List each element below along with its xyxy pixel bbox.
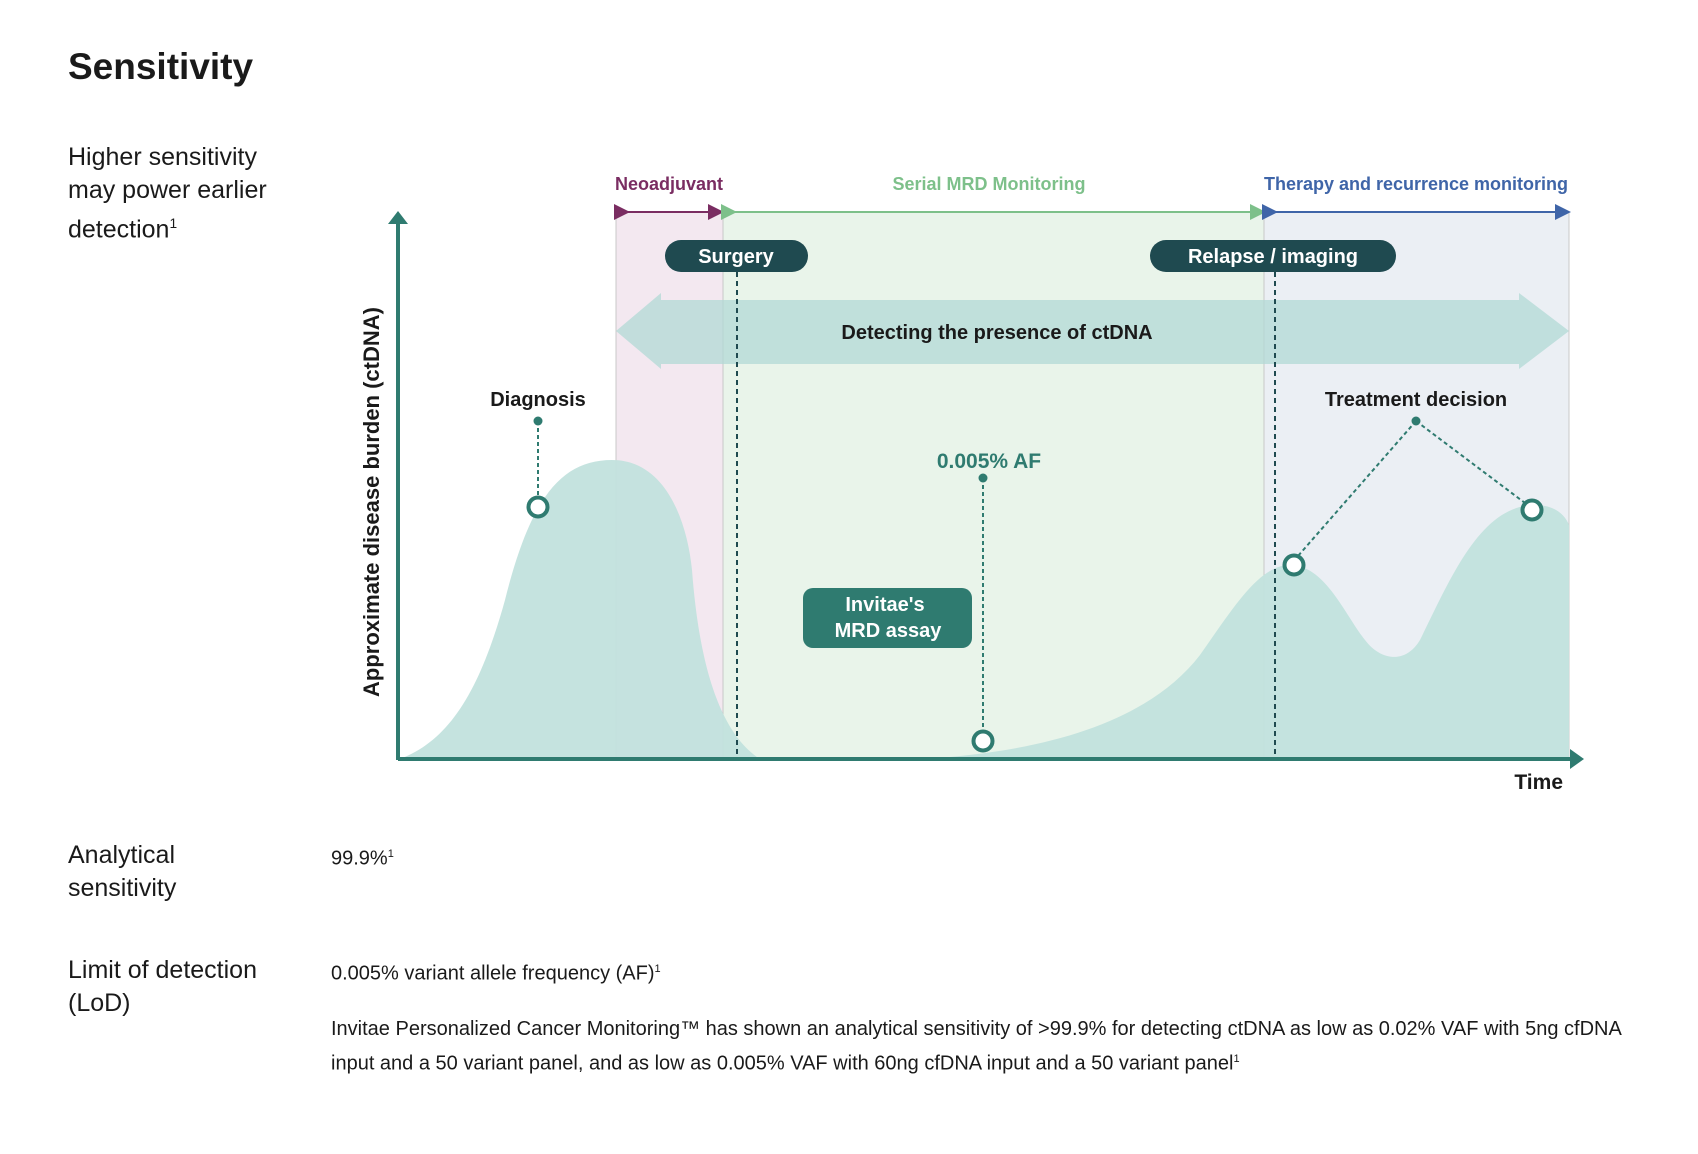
footnote-ref: 1 xyxy=(1233,1053,1240,1065)
surgery-pill xyxy=(665,240,808,272)
treatment-leader-left xyxy=(1297,420,1417,557)
x-axis-label: Time xyxy=(1514,771,1563,794)
mrd-assay-box xyxy=(803,588,972,648)
af-label: 0.005% AF xyxy=(937,450,1041,473)
lod-value: 0.005% variant allele frequency (AF)1 xyxy=(331,954,661,989)
detection-band-arrow xyxy=(616,293,1569,369)
footnote-ref: 1 xyxy=(169,216,178,231)
diagnosis-curve xyxy=(400,460,760,759)
y-axis-arrowhead xyxy=(388,211,408,224)
surgery-label: Surgery xyxy=(698,246,774,268)
therapy-monitoring-label: Therapy and recurrence monitoring xyxy=(1264,174,1568,194)
treatment-decision-label: Treatment decision xyxy=(1325,389,1507,411)
analytical-sensitivity-number: 99.9% xyxy=(331,847,388,870)
mrd-assay-line1: Invitae's xyxy=(845,594,924,616)
treatment-leader-right xyxy=(1415,420,1526,504)
af-point xyxy=(971,729,995,753)
y-axis-label: Approximate disease burden (ctDNA) xyxy=(359,307,384,697)
diagnosis-point xyxy=(526,495,550,519)
x-axis-arrowhead xyxy=(1570,749,1584,769)
lod-note-text: Invitae Personalized Cancer Monitoring™ … xyxy=(331,1018,1621,1075)
analytical-sensitivity-label: Analytical sensitivity xyxy=(68,841,177,902)
footnote-ref: 1 xyxy=(654,963,661,975)
higher-sensitivity-text: Higher sensitivity may power earlier det… xyxy=(68,143,267,244)
treatment-point-1 xyxy=(1282,553,1306,577)
lod-value-text: 0.005% variant allele frequency (AF) xyxy=(331,962,655,985)
relapse-pill xyxy=(1150,240,1396,272)
mrd-assay-line2: MRD assay xyxy=(835,620,943,642)
relapse-label: Relapse / imaging xyxy=(1188,246,1358,268)
serial-monitoring-label: Serial MRD Monitoring xyxy=(893,174,1086,194)
neoadjuvant-label: Neoadjuvant xyxy=(615,174,723,194)
recurrence-curve xyxy=(920,505,1569,759)
lod-label: Limit of detection (LoD) xyxy=(68,956,257,1017)
detection-band-label: Detecting the presence of ctDNA xyxy=(841,322,1152,344)
diagnosis-label: Diagnosis xyxy=(490,389,586,411)
footnote-ref: 1 xyxy=(387,848,394,860)
treatment-point-2 xyxy=(1520,498,1544,522)
analytical-sensitivity-value: 99.9%1 xyxy=(331,839,394,874)
lod-note: Invitae Personalized Cancer Monitoring™ … xyxy=(331,1014,1631,1079)
page-title: Sensitivity xyxy=(68,46,254,87)
higher-sensitivity-label: Higher sensitivity may power earlier det… xyxy=(68,141,298,246)
